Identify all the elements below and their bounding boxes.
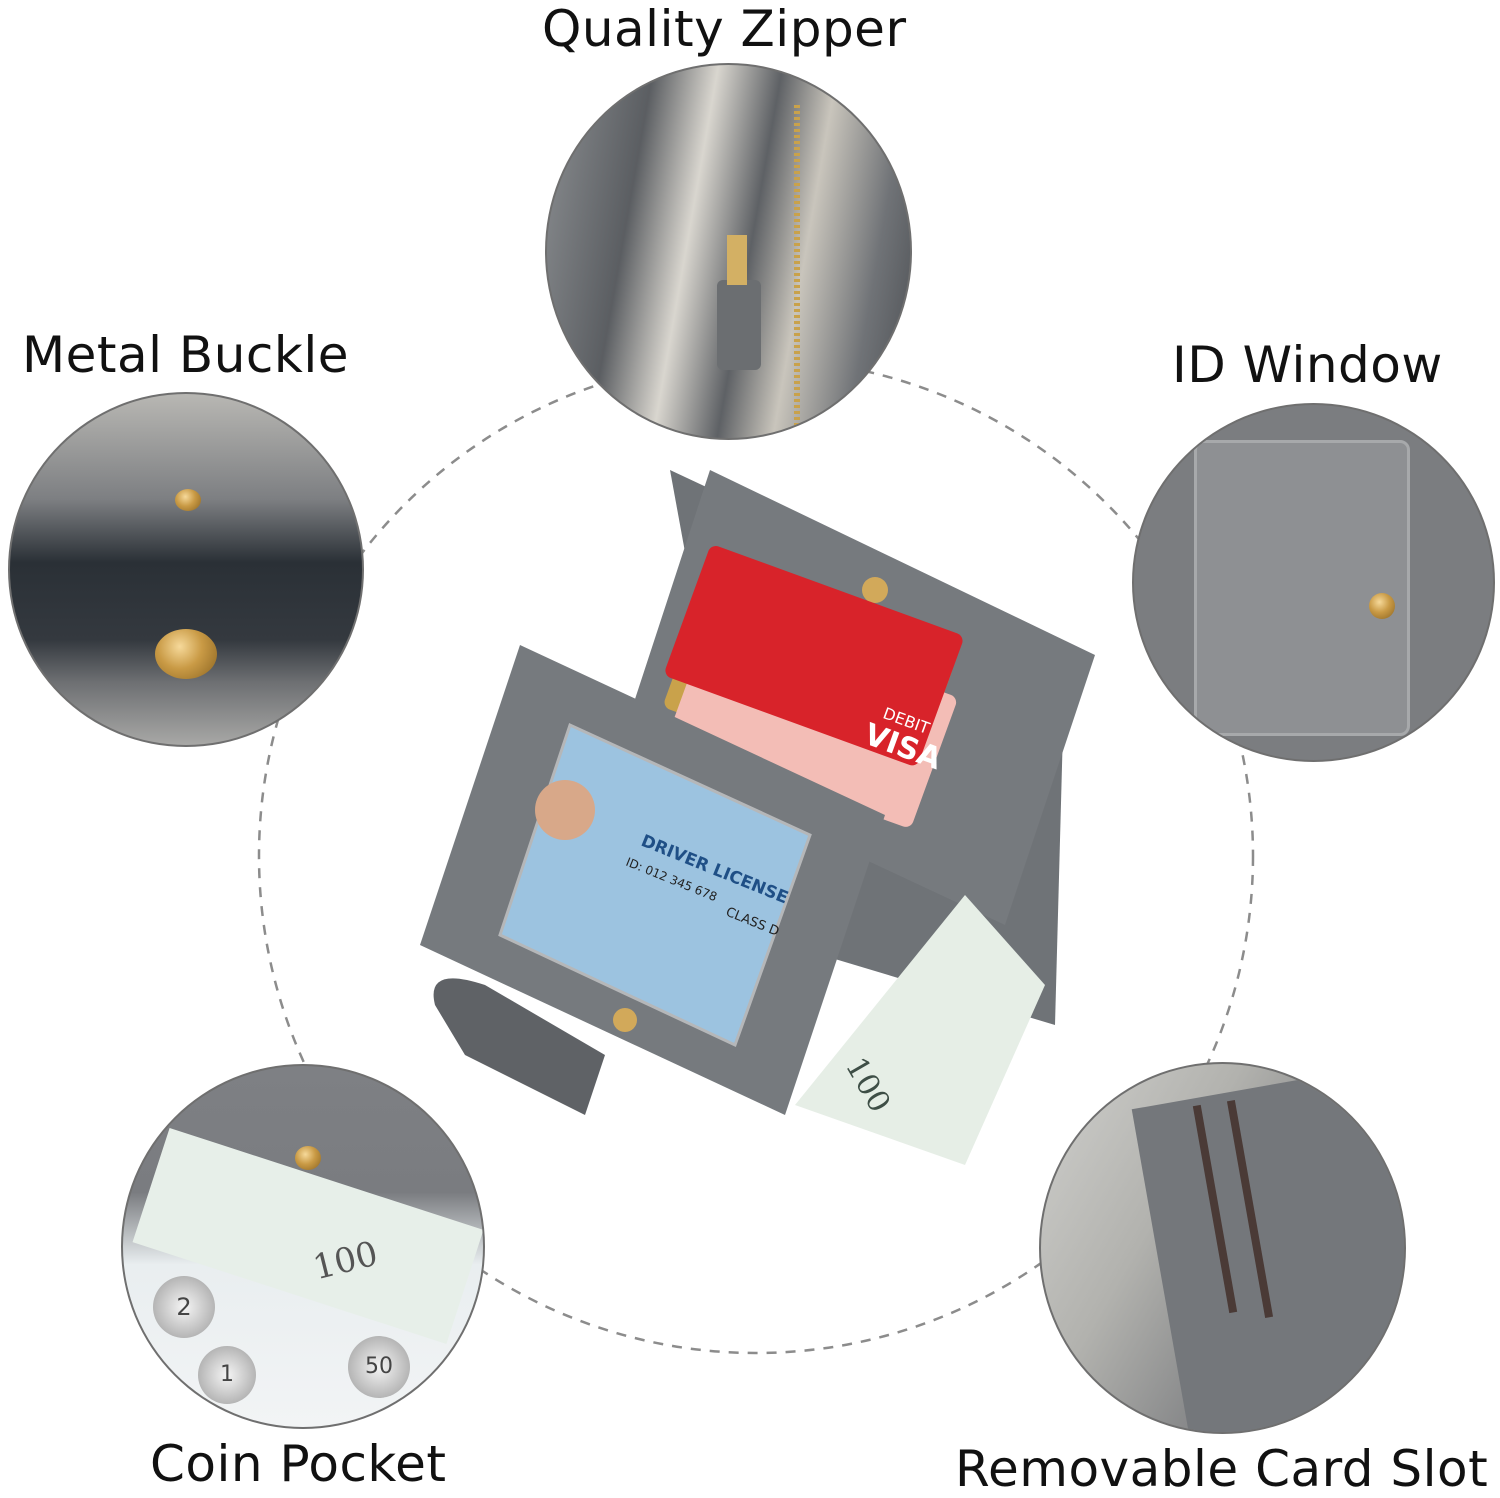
coin: 2 <box>153 1276 215 1338</box>
snap-button-icon <box>295 1146 321 1170</box>
feature-label-removable-card-slot: Removable Card Slot <box>955 1440 1489 1498</box>
feature-label-coin-pocket: Coin Pocket <box>150 1435 447 1493</box>
zipper-pull-icon <box>717 280 761 370</box>
snap-button-icon <box>613 1008 637 1032</box>
feature-label-quality-zipper: Quality Zipper <box>542 0 907 58</box>
snap-button-icon <box>155 629 217 679</box>
id-window-detail-image <box>1132 403 1495 762</box>
card-slot-detail-image <box>1039 1062 1406 1434</box>
feature-label-id-window: ID Window <box>1172 336 1443 394</box>
license-photo <box>535 780 595 840</box>
card-debit <box>665 546 963 766</box>
wallet-main-image: DEBIT VISA 100 DRIVER LICENSE ID: 012 34… <box>420 470 1095 1165</box>
coin: 50 <box>348 1336 410 1398</box>
wrist-strap <box>433 978 605 1115</box>
snap-button-icon <box>175 489 201 511</box>
coin: 1 <box>198 1346 256 1404</box>
feature-label-metal-buckle: Metal Buckle <box>22 326 350 384</box>
coin-pocket-detail-image: 2 1 50 100 <box>121 1064 485 1429</box>
zipper-detail-image <box>545 63 912 440</box>
snap-button-icon <box>1369 593 1395 619</box>
buckle-detail-image <box>8 392 364 747</box>
zipper-detail-art <box>717 105 800 438</box>
snap-button-icon <box>862 577 888 603</box>
